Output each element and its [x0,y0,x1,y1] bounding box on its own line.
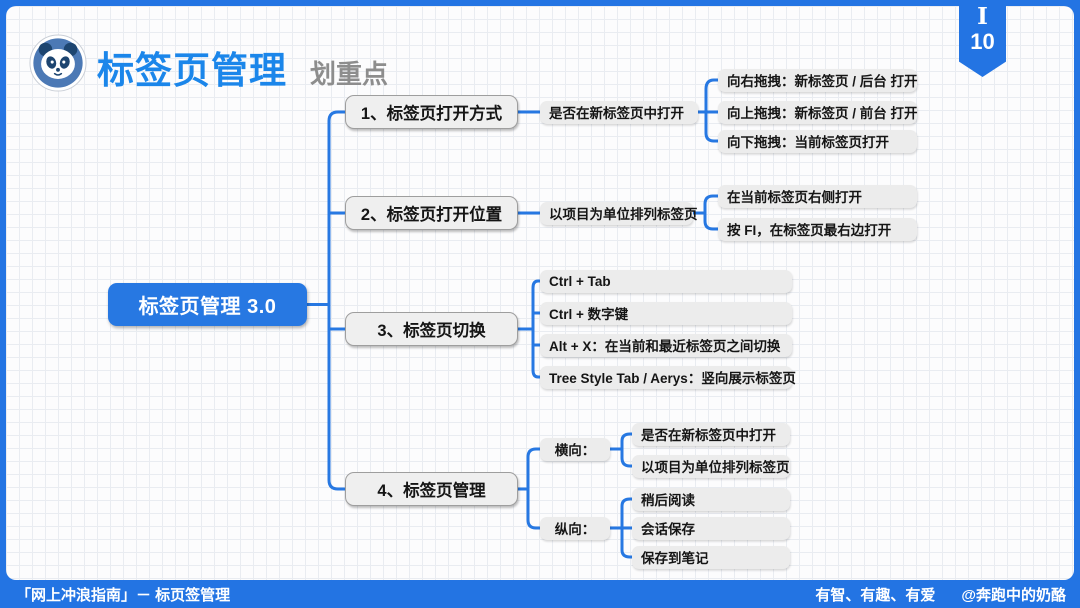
branch-node-4: 4、标签页管理 [345,472,518,506]
leaf-node: 在当前标签页右侧打开 [718,184,917,208]
leaf-node: 保存到笔记 [632,545,790,569]
branch-node-2: 2、标签页打开位置 [345,196,518,230]
leaf-node: 以项目为单位排列标签页 [632,454,790,478]
leaf-node: Tree Style Tab / Aerys：竖向展示标签页 [540,365,796,389]
page-subtitle: 划重点 [310,59,389,89]
branch-node-3: 3、标签页切换 [345,312,518,346]
mindmap-root-node: 标签页管理 3.0 [108,283,307,326]
leaf-node: 按 FI，在标签页最右边打开 [718,217,917,241]
leaf-node: 稍后阅读 [632,487,790,511]
page-title: 标签页管理 [97,50,287,91]
bookmark-ribbon-icon: I 10 [959,0,1006,77]
footer-right: 有智、有趣、有爱 @奔跑中的奶酪 [815,584,1066,605]
branch-node-1: 1、标签页打开方式 [345,95,518,129]
group-node-horizontal: 横向： [540,437,610,461]
leaf-node: 会话保存 [632,516,790,540]
leaf-node: Alt + X：在当前和最近标签页之间切换 [540,333,792,357]
leaf-node: 向右拖拽：新标签页 / 后台 打开 [718,68,918,92]
leaf-node: 向上拖拽：新标签页 / 前台 打开 [718,100,918,124]
leaf-node: 是否在新标签页中打开 [632,422,790,446]
leaf-node: Ctrl + Tab [540,269,792,293]
sub-node: 以项目为单位排列标签页 [540,201,698,225]
header: 标签页管理 划重点 [97,40,388,94]
panda-icon [29,34,87,92]
sub-node: 是否在新标签页中打开 [540,100,698,124]
footer-slogan: 有智、有趣、有爱 [815,586,936,604]
leaf-node: 向下拖拽：当前标签页打开 [718,129,917,153]
footer-series-title: 「网上冲浪指南」－ 标页签管理 [16,586,231,604]
group-node-vertical: 纵向： [540,516,610,540]
leaf-node: Ctrl + 数字键 [540,301,792,325]
footer-bar: 「网上冲浪指南」－ 标页签管理 有智、有趣、有爱 @奔跑中的奶酪 [0,580,1080,608]
ribbon-numeral: I [977,3,988,30]
footer-author-handle: @奔跑中的奶酪 [961,586,1066,604]
ribbon-page-number: 10 [970,29,995,55]
